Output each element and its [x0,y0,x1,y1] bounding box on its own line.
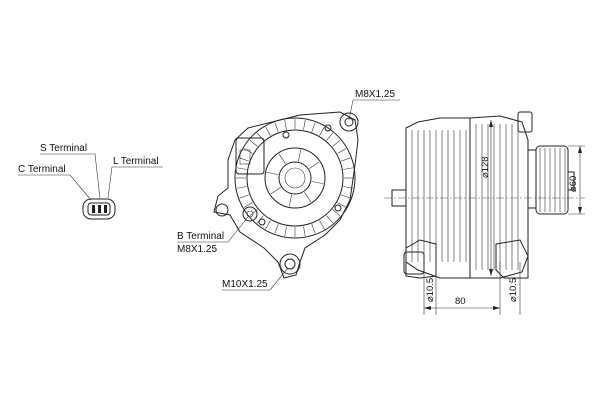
l-terminal-label: L Terminal [113,156,159,167]
front-vent-fins [236,119,354,237]
front-fin [326,215,334,224]
front-view-drawing: M8X1.25 B Terminal M8X1.25 M10X1.25 [177,89,400,291]
bottom-thread-label: M10X1.25 [222,279,268,290]
front-fin [274,223,279,234]
connector-pin-l [104,205,107,213]
side-mount-boss [215,203,229,217]
front-fin [326,132,334,141]
bottom-thread-leader [222,267,289,291]
c-terminal-leader [18,174,92,201]
front-fin [284,119,287,130]
rotor-spoke [270,187,281,195]
side-vent-fins [411,124,519,270]
rotor-outer-circle [234,117,356,239]
front-fin [332,209,341,217]
connector-pin-c [92,205,95,213]
front-fin [256,132,264,141]
connector-drawing: S Terminal C Terminal L Terminal [18,143,163,220]
front-fin [243,202,253,208]
front-fin [274,122,279,133]
bolt-top-right [324,124,332,132]
front-fin [343,186,354,189]
b-terminal-stud [242,206,258,222]
diameter-10-5-left-label: ⌀10.5 [425,278,436,302]
shaft-inner-circle [284,167,306,189]
front-fin [311,223,316,234]
b-terminal-leader [177,216,249,243]
dim-80-arrow-left [424,306,431,310]
rotor-spoke [311,181,324,185]
top-thread-label: M8X1.25 [355,89,395,100]
front-housing [469,115,529,279]
front-foot [495,239,529,279]
front-fin [311,122,316,133]
dim-80-label: 80 [455,296,466,307]
b-terminal-label: B Terminal [177,231,224,242]
front-fin [340,194,351,199]
top-mount-boss [339,112,359,132]
front-fin [303,226,306,237]
front-fin [284,226,287,237]
front-fin [332,139,341,147]
front-fin [319,126,325,136]
b-thread-label: M8X1.25 [177,244,217,255]
s-terminal-leader [40,153,101,199]
diameter-10-5-right-label: ⌀10.5 [508,278,519,302]
rotor-spoke [278,153,286,164]
front-fin [243,148,253,154]
dim-128-arrow-top [489,120,493,127]
rotor-spoke [304,192,312,203]
connector-body [82,198,116,220]
front-fin [239,157,250,162]
b-terminal-stud-core [246,210,254,218]
front-fin [340,157,351,162]
rotor-mid-circle [246,129,344,227]
front-fin [303,119,306,130]
rotor-spoke [288,194,292,207]
c-terminal-label: C Terminal [18,164,66,175]
diameter-60-label: ⌀60 [568,176,579,192]
front-fin [265,220,271,230]
connector-pin-s [98,205,101,213]
pulley-hub [527,149,537,209]
front-fin [249,139,258,147]
bolt-bottom-right [334,204,342,212]
rotor-spoke [298,149,302,162]
front-housing-outline [213,111,359,279]
dim-60-arrow-top [578,146,582,153]
dim-128-arrow-bottom [489,269,493,276]
regulator-block [235,137,265,175]
front-fin [236,186,247,189]
l-terminal-leader [107,166,163,199]
front-fin [337,148,347,154]
dim-60-arrow-bottom [578,207,582,214]
front-fin [236,167,247,170]
side-view-drawing: ⌀128 ⌀60 ⌀10.5 ⌀10.5 80 [384,111,585,315]
bottom-mount-hole [284,258,296,270]
front-fin [239,194,250,199]
front-fin [343,167,354,170]
front-fin [319,220,325,230]
s-terminal-label: S Terminal [40,143,87,154]
front-fin [337,202,347,208]
regulator-socket [239,149,251,165]
pulley-body [535,145,569,215]
pulley-grooves [539,148,566,212]
bolt-top [282,131,290,139]
front-fin [265,126,271,136]
bolt-bottom-left [258,218,266,226]
rotor-spoke [266,171,279,175]
pulley-nut [567,171,575,191]
rear-foot [405,239,437,279]
bottom-mount-boss [279,253,301,275]
diameter-128-label: ⌀128 [480,156,491,178]
rotor-spoke [309,161,320,169]
top-mount-hole [344,117,354,127]
rotor-inner-circle [264,147,326,209]
shaft-circle [278,161,312,195]
connector-inner [87,202,111,216]
dim-80-arrow-right [493,306,500,310]
top-ear [517,111,533,133]
